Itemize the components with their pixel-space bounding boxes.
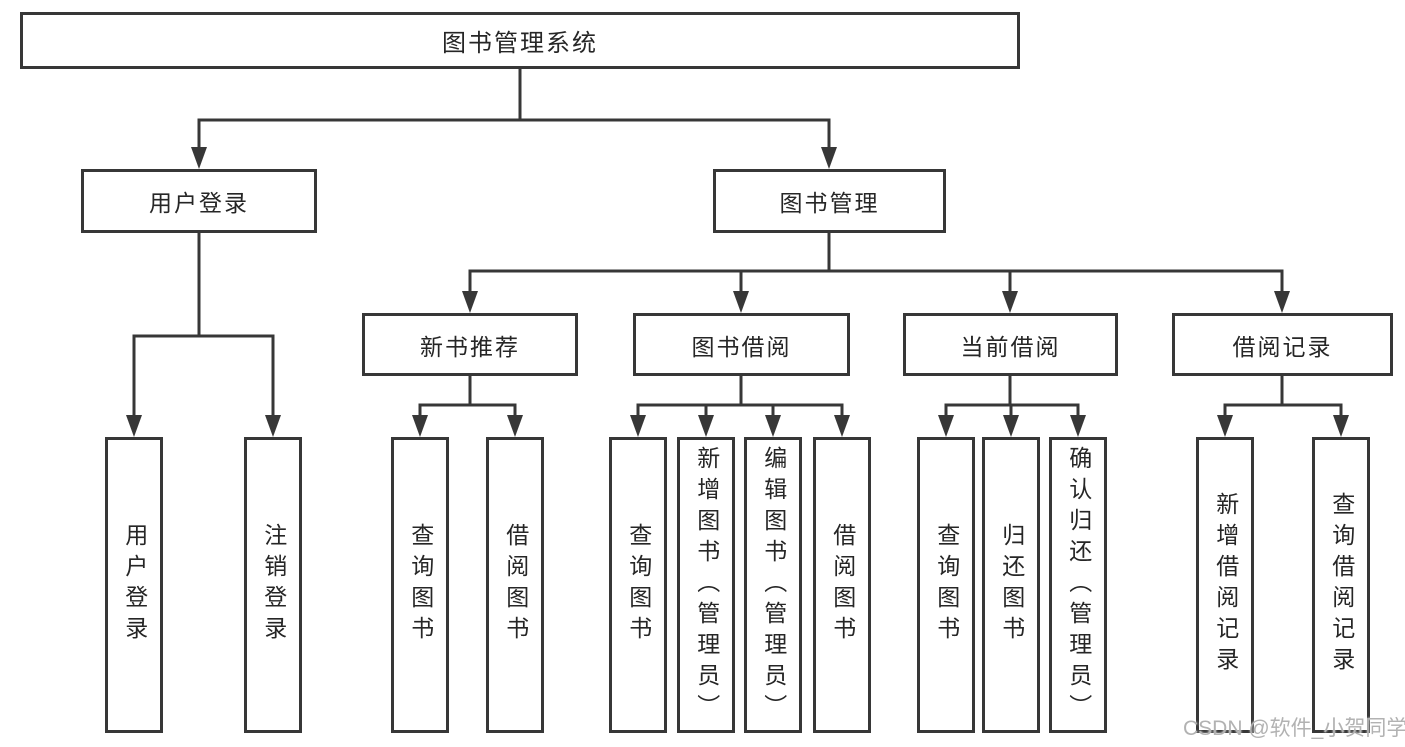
node-current-borrow-label: 当前借阅 — [960, 333, 1061, 360]
node-root: 图书管理系统 — [20, 12, 1020, 69]
leaf-query-book-current: 查询图书 — [917, 437, 975, 733]
node-new-book-recommend: 新书推荐 — [362, 313, 578, 376]
leaf-confirm-return-admin-label: 确认归还（管理员） — [1065, 445, 1092, 725]
leaf-add-borrow-record: 新增借阅记录 — [1196, 437, 1254, 733]
leaf-edit-book-admin: 编辑图书（管理员） — [744, 437, 802, 733]
leaf-logout-login: 注销登录 — [244, 437, 302, 733]
leaf-query-book-recommend-label: 查询图书 — [407, 523, 434, 647]
node-user-login: 用户登录 — [81, 169, 317, 233]
leaf-borrow-book-label: 借阅图书 — [829, 523, 856, 647]
leaf-return-book: 归还图书 — [982, 437, 1040, 733]
node-borrow-records: 借阅记录 — [1172, 313, 1393, 376]
leaf-user-login: 用户登录 — [105, 437, 163, 733]
csdn-watermark: CSDN @软件_小贺同学 — [1183, 717, 1405, 740]
node-book-management-label: 图书管理 — [779, 190, 880, 216]
connector-borrow-records — [1223, 374, 1343, 418]
leaf-edit-book-admin-label: 编辑图书（管理员） — [760, 445, 787, 725]
node-book-management: 图书管理 — [713, 169, 946, 233]
leaf-query-book-borrow: 查询图书 — [609, 437, 667, 733]
leaf-query-borrow-record: 查询借阅记录 — [1312, 437, 1370, 733]
leaf-add-borrow-record-label: 新增借阅记录 — [1212, 492, 1239, 678]
leaf-query-book-recommend: 查询图书 — [391, 437, 449, 733]
connector-new-book-recommend — [418, 374, 517, 418]
leaf-query-book-borrow-label: 查询图书 — [625, 523, 652, 647]
leaf-confirm-return-admin: 确认归还（管理员） — [1049, 437, 1107, 733]
leaf-borrow-book-recommend: 借阅图书 — [486, 437, 544, 733]
leaf-return-book-label: 归还图书 — [998, 523, 1025, 647]
node-book-borrow-label: 图书借阅 — [691, 333, 792, 360]
leaf-logout-login-label: 注销登录 — [260, 523, 287, 647]
node-user-login-label: 用户登录 — [149, 190, 249, 216]
connector-book-management — [468, 231, 1284, 294]
connector-book-borrow — [636, 374, 844, 418]
leaf-query-borrow-record-label: 查询借阅记录 — [1328, 492, 1355, 678]
leaf-user-login-label: 用户登录 — [121, 523, 148, 647]
connector-root — [197, 67, 831, 150]
connector-user-login — [132, 231, 275, 418]
connector-current-borrow — [944, 374, 1080, 418]
node-borrow-records-label: 借阅记录 — [1232, 333, 1333, 360]
node-new-book-recommend-label: 新书推荐 — [420, 333, 520, 360]
node-book-borrow: 图书借阅 — [633, 313, 850, 376]
node-root-label: 图书管理系统 — [442, 30, 598, 57]
leaf-add-book-admin-label: 新增图书（管理员） — [693, 445, 720, 725]
arrowhead-icons — [126, 147, 1349, 437]
leaf-borrow-book-recommend-label: 借阅图书 — [502, 523, 529, 647]
leaf-borrow-book: 借阅图书 — [813, 437, 871, 733]
leaf-add-book-admin: 新增图书（管理员） — [677, 437, 735, 733]
leaf-query-book-current-label: 查询图书 — [933, 523, 960, 647]
node-current-borrow: 当前借阅 — [903, 313, 1118, 376]
